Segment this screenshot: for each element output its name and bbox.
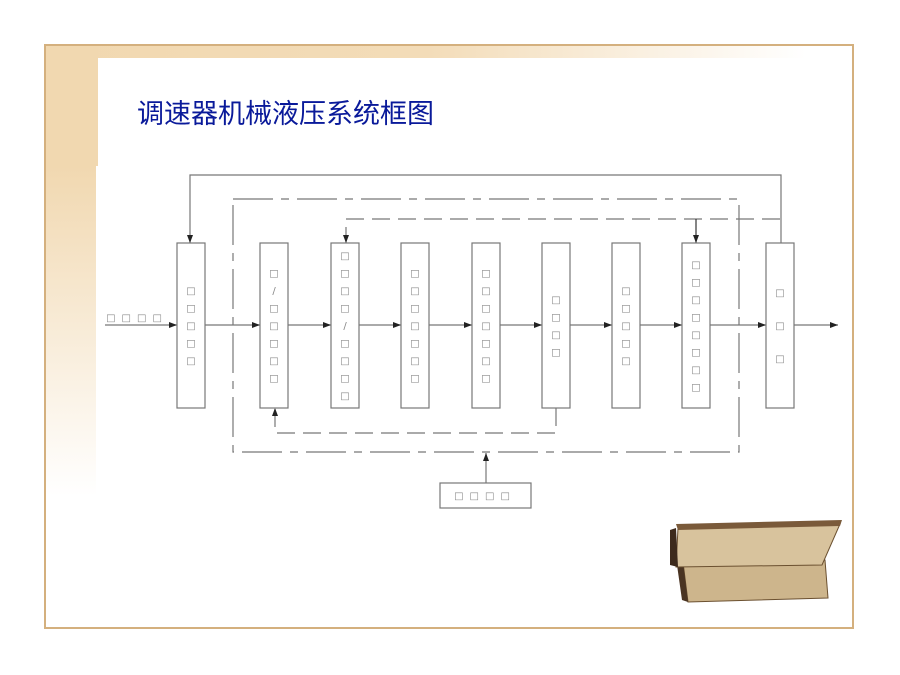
block-glyph: □ bbox=[481, 356, 490, 367]
outer-feedback-line bbox=[187, 174, 782, 243]
block-glyph: □ bbox=[621, 356, 630, 367]
block-glyph: □ bbox=[775, 321, 784, 332]
block-glyph: □ bbox=[691, 382, 700, 393]
slide-title: 调速器机械液压系统框图 bbox=[137, 99, 434, 130]
block-glyph: □ bbox=[410, 339, 419, 350]
block-glyph: □ bbox=[269, 269, 278, 280]
block-3: □ □ □ □ / □ □ □ □ bbox=[330, 242, 360, 409]
block-glyph: □ bbox=[340, 251, 349, 262]
block-glyph: / bbox=[343, 321, 347, 332]
bottom-box: □□□□ bbox=[439, 482, 532, 509]
block-glyph: □ bbox=[340, 286, 349, 297]
input-label: □□□□ bbox=[106, 313, 168, 324]
blocks-group: □□□□□□/□□□□□□□□□/□□□□□□□□□□□□□□□□□□□□□□□… bbox=[105, 242, 838, 409]
block-glyph: □ bbox=[186, 356, 195, 367]
block-glyph: □ bbox=[551, 330, 560, 341]
block-glyph: □ bbox=[481, 321, 490, 332]
block-glyph: □ bbox=[621, 286, 630, 297]
block-glyph: □ bbox=[621, 321, 630, 332]
block-9: □ □ □ bbox=[765, 242, 795, 409]
block-glyph: □ bbox=[340, 374, 349, 385]
inner-feedback-line bbox=[343, 218, 780, 243]
block-7: □ □ □ □ □ bbox=[611, 242, 641, 409]
block-glyph: □ bbox=[691, 347, 700, 358]
block-glyph: □ bbox=[269, 356, 278, 367]
block-glyph: □ bbox=[186, 304, 195, 315]
block-glyph: □ bbox=[691, 312, 700, 323]
block-glyph: □ bbox=[410, 374, 419, 385]
block-6: □ □ □ □ bbox=[541, 242, 571, 409]
block-glyph: □ bbox=[340, 391, 349, 402]
block-glyph: / bbox=[272, 286, 276, 297]
block-glyph: □ bbox=[340, 304, 349, 315]
block-8: □ □ □ □ □ □ □ □ bbox=[681, 242, 711, 409]
block-glyph: □ bbox=[481, 286, 490, 297]
block-glyph: □ bbox=[186, 339, 195, 350]
block-glyph: □ bbox=[410, 321, 419, 332]
block-glyph: □ bbox=[186, 286, 195, 297]
block-glyph: □ bbox=[269, 304, 278, 315]
block-glyph: □ bbox=[410, 286, 419, 297]
decorative-left-gradient bbox=[46, 166, 96, 496]
block-glyph: □ bbox=[410, 269, 419, 280]
block-glyph: □ bbox=[269, 374, 278, 385]
block-glyph: □ bbox=[340, 339, 349, 350]
block-glyph: □ bbox=[481, 374, 490, 385]
block-glyph: □ bbox=[340, 269, 349, 280]
block-glyph: □ bbox=[551, 347, 560, 358]
books-illustration bbox=[670, 520, 842, 603]
block-glyph: □ bbox=[621, 304, 630, 315]
block-glyph: □ bbox=[691, 260, 700, 271]
block-glyph: □ bbox=[481, 304, 490, 315]
mechanical-hydraulic-boundary bbox=[232, 198, 740, 453]
block-5: □ □ □ □ □ □ □ bbox=[471, 242, 501, 409]
block-1: □ □ □ □ □ bbox=[176, 242, 206, 409]
block-glyph: □ bbox=[481, 339, 490, 350]
block-4: □ □ □ □ □ □ □ bbox=[400, 242, 430, 409]
block-glyph: □ bbox=[775, 354, 784, 365]
block-glyph: □ bbox=[691, 365, 700, 376]
block-glyph: □ bbox=[186, 321, 195, 332]
block-glyph: □ bbox=[551, 312, 560, 323]
block-glyph: □ bbox=[269, 321, 278, 332]
block-glyph: □ bbox=[269, 339, 278, 350]
block-glyph: □ bbox=[410, 356, 419, 367]
local-feedback-line bbox=[272, 408, 557, 434]
block-glyph: □ bbox=[691, 295, 700, 306]
block-glyph: □ bbox=[481, 269, 490, 280]
decorative-top-band bbox=[46, 46, 806, 58]
block-glyph: □ bbox=[621, 339, 630, 350]
block-glyph: □ bbox=[691, 330, 700, 341]
block-glyph: □ bbox=[340, 356, 349, 367]
decorative-left-band bbox=[46, 46, 98, 166]
bottom-box-label: □□□□ bbox=[454, 491, 516, 502]
block-glyph: □ bbox=[691, 277, 700, 288]
block-glyph: □ bbox=[410, 304, 419, 315]
block-glyph: □ bbox=[775, 288, 784, 299]
block-2: □ / □ □ □ □ □ bbox=[259, 242, 289, 409]
block-glyph: □ bbox=[551, 295, 560, 306]
